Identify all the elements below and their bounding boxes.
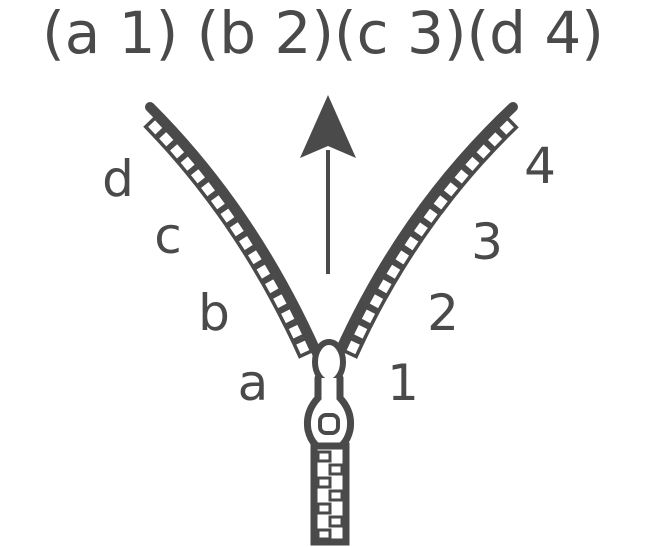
zipper-tooth bbox=[418, 203, 443, 228]
zipper-tooth bbox=[428, 190, 453, 215]
zipper-tooth bbox=[175, 151, 200, 176]
zipper-tooth bbox=[365, 289, 388, 313]
right-label-3: 3 bbox=[471, 213, 503, 271]
zipper-tooth bbox=[373, 274, 397, 299]
left-label-a: a bbox=[238, 354, 269, 412]
zipper-tooth bbox=[471, 139, 496, 164]
zipper-tooth bbox=[215, 203, 240, 228]
chain-tooth bbox=[316, 450, 332, 463]
chain-tooth bbox=[316, 502, 332, 515]
zipper-tooth bbox=[349, 320, 372, 344]
chain-tooth bbox=[316, 528, 332, 541]
zipper-tooth bbox=[234, 231, 258, 255]
zipper-tooth bbox=[154, 127, 179, 152]
zipper-tooth bbox=[165, 139, 190, 164]
chain-tooth bbox=[328, 489, 344, 502]
left-label-c: c bbox=[154, 207, 182, 265]
right-label-1: 1 bbox=[387, 354, 419, 412]
zipper-tooth bbox=[409, 217, 433, 242]
chain-tooth bbox=[328, 463, 344, 476]
chain-tooth bbox=[316, 476, 332, 489]
zipper-tooth bbox=[268, 289, 292, 313]
zipper-tooth bbox=[439, 177, 463, 202]
zipper-tooth bbox=[449, 164, 474, 189]
zipper-icon bbox=[143, 102, 519, 546]
zipper-tooth bbox=[381, 260, 405, 284]
zipper-tooth bbox=[276, 304, 300, 328]
zipper-tooth bbox=[357, 304, 380, 328]
up-arrow-icon bbox=[300, 95, 356, 274]
zipper-tooth bbox=[483, 127, 508, 152]
zipper-tooth bbox=[291, 335, 314, 359]
zipper-tooth bbox=[390, 245, 414, 270]
zipper-tooth bbox=[460, 151, 485, 176]
zipper-tooth bbox=[243, 245, 267, 270]
zipper-tooth bbox=[260, 274, 284, 298]
left-label-b: b bbox=[198, 284, 230, 342]
zipper-tooth bbox=[196, 177, 220, 202]
zipper-tooth bbox=[342, 335, 365, 359]
zipper-tooth bbox=[284, 320, 307, 344]
zipper-tooth bbox=[399, 231, 424, 256]
right-label-2: 2 bbox=[427, 284, 459, 342]
zipper-tooth bbox=[186, 164, 210, 189]
zipper-tooth bbox=[494, 115, 519, 140]
diagram-title: (a 1) (b 2)(c 3)(d 4) bbox=[42, 0, 604, 67]
zipper-tooth bbox=[251, 259, 275, 284]
zipper-tooth bbox=[225, 217, 249, 242]
zipper-tooth bbox=[143, 115, 168, 140]
zipper-tooth bbox=[206, 190, 230, 215]
right-label-4: 4 bbox=[524, 137, 556, 195]
chain-tooth bbox=[328, 515, 344, 528]
left-label-d: d bbox=[102, 150, 134, 208]
